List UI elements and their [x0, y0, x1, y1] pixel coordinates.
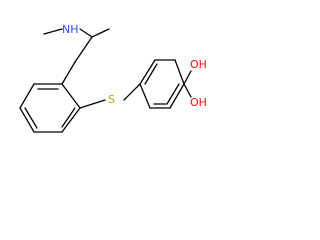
atom-label-s: S: [108, 93, 115, 106]
structure-diagram: NH S OH OH: [19, 23, 207, 133]
bond-methyl-n: [43, 28, 63, 35]
bond-ring-oh-top: [183, 70, 192, 85]
atom-label-nh: NH: [62, 23, 79, 36]
ring-left-double: [24, 107, 38, 129]
ring-right-bond: [139, 83, 151, 109]
atom-label-oh-top: OH: [190, 58, 207, 71]
bond-ring-s: [79, 99, 106, 109]
ring-right-bond: [174, 59, 185, 85]
bond-ch2-ring: [61, 61, 76, 85]
ring-left-bond: [19, 83, 35, 109]
ring-right-double: [144, 63, 158, 85]
ring-left-bond: [61, 83, 81, 109]
bond-s-ring: [123, 83, 141, 101]
bond-ring-oh-bottom: [183, 83, 192, 98]
ring-right-double: [166, 83, 180, 105]
ring-right-bond: [169, 83, 185, 109]
ring-left-bond: [19, 107, 35, 133]
atom-label-oh-bottom: OH: [190, 96, 207, 109]
ring-right-bond: [139, 59, 156, 85]
bond-ch-ch2: [74, 36, 93, 63]
ring-left-double: [61, 107, 76, 128]
bond-n-ch: [79, 28, 93, 38]
bond-ch-methyl: [91, 28, 110, 38]
ring-left-bond: [61, 107, 81, 133]
